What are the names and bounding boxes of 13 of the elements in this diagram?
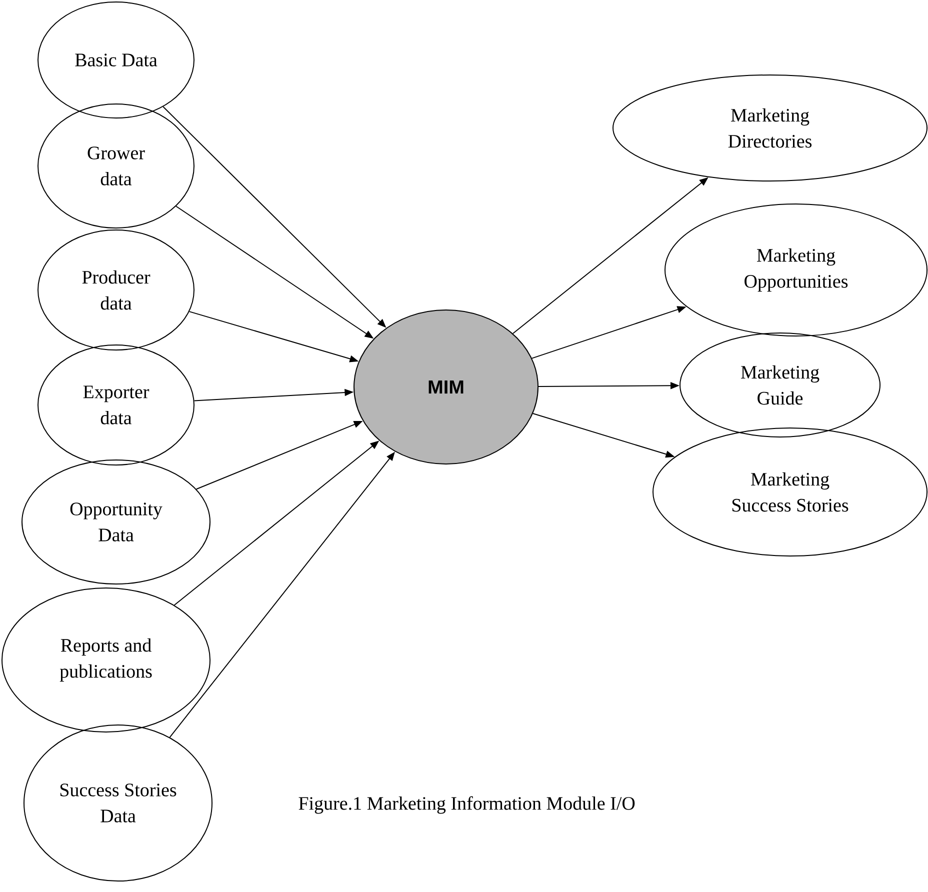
ellipse-node: Producer data xyxy=(38,230,194,350)
ellipse-node: MIM xyxy=(354,310,538,464)
ellipse-node: Marketing Directories xyxy=(612,74,928,182)
caption: Figure.1 Marketing Information Module I/O xyxy=(298,796,635,814)
ellipse-node: Marketing Guide xyxy=(680,332,880,438)
ellipse-node: Reports and publications xyxy=(2,588,210,732)
ellipse-node: Marketing Success Stories xyxy=(652,428,928,556)
ellipse-node: Exporter data xyxy=(38,344,194,466)
ellipse-node: Basic Data xyxy=(38,2,194,118)
ellipse-node: Opportunity Data xyxy=(22,460,210,584)
ellipse-node: Success Stories Data xyxy=(24,724,212,882)
ellipse-node: Grower data xyxy=(38,104,194,228)
ellipse-node: Marketing Opportunities xyxy=(664,204,928,336)
